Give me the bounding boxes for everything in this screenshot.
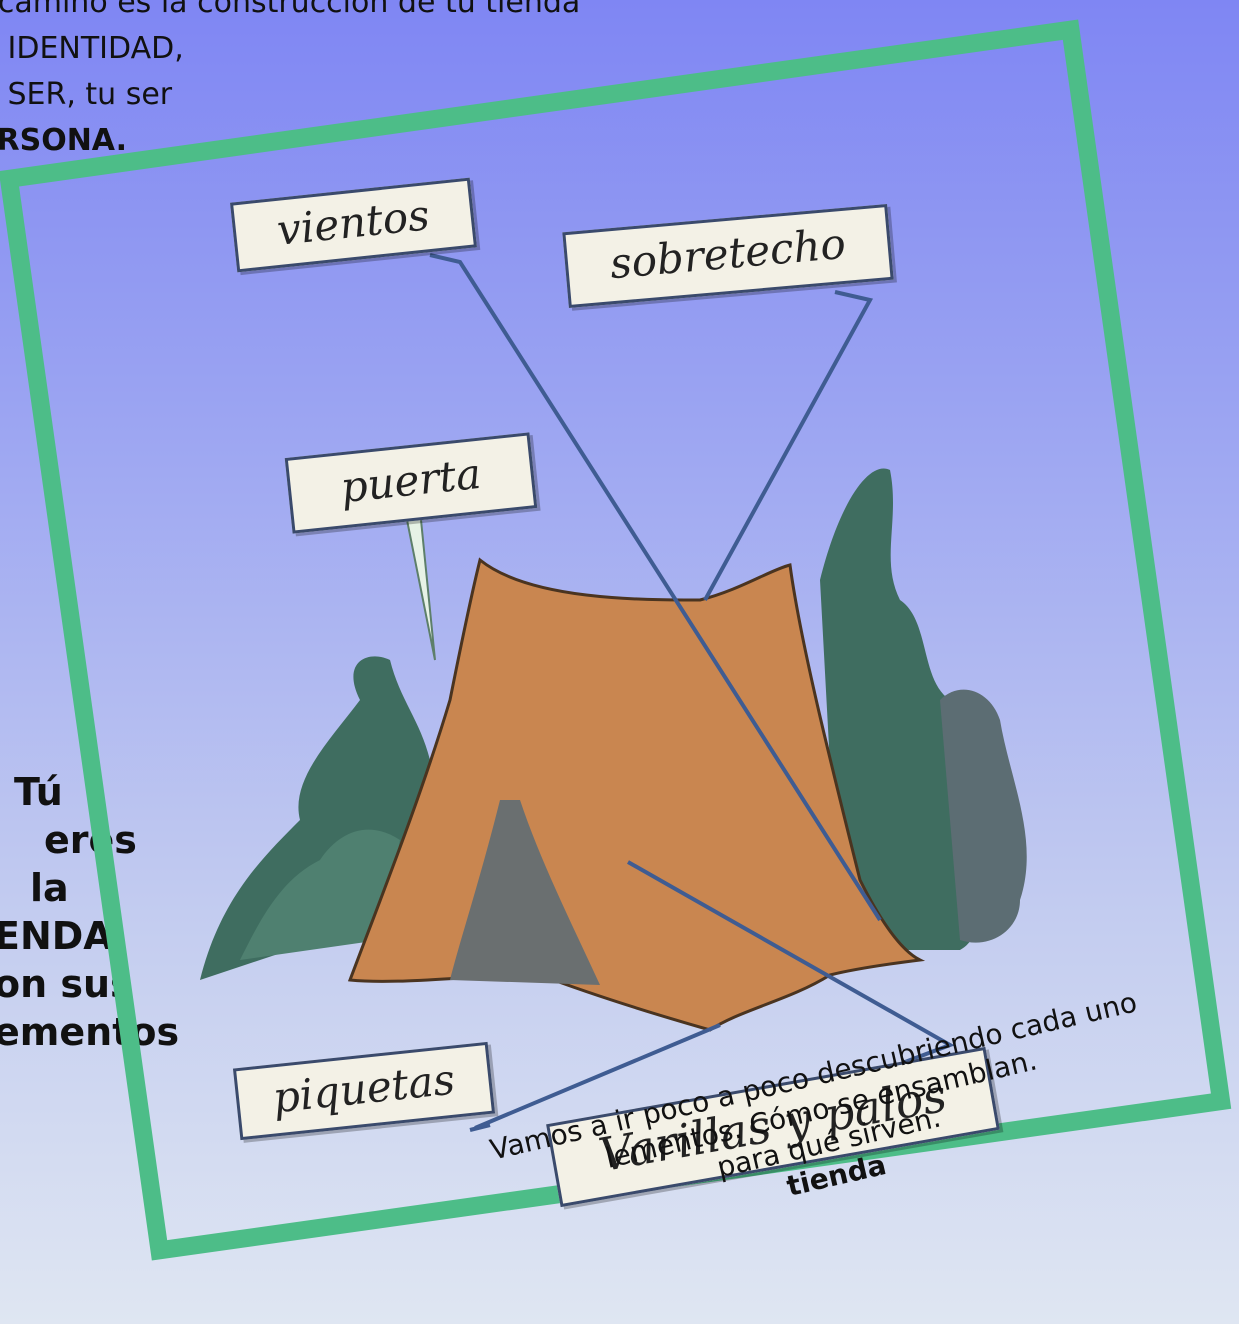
intro-line-3: U SER, tu ser [0, 77, 173, 112]
tent-door [450, 800, 600, 985]
side-line-4: ENDA [0, 914, 113, 958]
side-message: Tú eres la ENDA on sus ementos [0, 768, 194, 1056]
side-line-6: ementos [0, 1010, 180, 1054]
tree-right [820, 468, 1027, 950]
intro-line-1: l camino es la construcción de tu tienda [0, 0, 581, 20]
intro-line-2: U IDENTIDAD, [0, 31, 184, 66]
side-line-1: Tú [14, 770, 63, 814]
puerta-wedge [403, 509, 436, 661]
side-line-3: la [30, 866, 69, 910]
pointer-lines [429, 253, 955, 1132]
intro-text: l camino es la construcción de tu tienda… [0, 0, 580, 164]
intro-line-4: ERSONA. [0, 123, 127, 158]
side-line-2: eres [44, 818, 137, 862]
side-line-5: on sus [0, 962, 133, 1006]
